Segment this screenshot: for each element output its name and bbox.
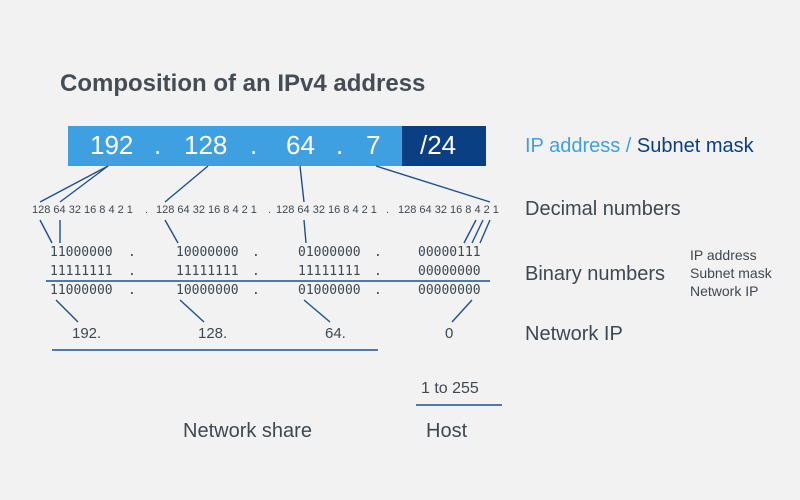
binary-net-dot-2: . [252, 283, 260, 298]
binary-mask-dot-2: . [252, 264, 260, 279]
dot-3: . [336, 130, 344, 160]
connector-192-128 [39, 165, 109, 203]
decimal-weights-2: 128 64 32 16 8 4 2 1 [156, 204, 257, 216]
network-ip-label: Network IP [525, 323, 623, 345]
binary-ip-dot-2: . [252, 245, 260, 260]
binary-ip-octet-4: 00000111 [418, 245, 481, 260]
connector-64-64 [299, 165, 305, 203]
binary-net-octet-3: 01000000 [298, 283, 361, 298]
connector-bit-4-d [463, 219, 477, 244]
binary-mask-octet-4: 00000000 [418, 264, 481, 279]
subnet-mask-value: /24 [420, 130, 457, 160]
binary-net-octet-2: 10000000 [176, 283, 239, 298]
decimal-dot-3: . [386, 204, 390, 216]
decimal-weights-1: 128 64 32 16 8 4 2 1 [32, 204, 133, 216]
octet-1: 192 [90, 130, 134, 160]
connector-net-3 [303, 299, 331, 323]
connector-net-1 [55, 299, 79, 323]
network-ip-octet-1: 192. [72, 325, 102, 342]
legend-subnet-mask: Subnet mask [636, 135, 754, 157]
connector-bit-2-d [471, 219, 484, 244]
octet-2: 128 [184, 130, 228, 160]
connector-128-128 [164, 165, 209, 203]
connector-7-1 [375, 165, 491, 203]
connector-net-2 [179, 299, 205, 323]
binary-row-label-mask: Subnet mask [690, 265, 772, 281]
binary-net-octet-1: 11000000 [50, 283, 113, 298]
decimal-weights-3: 128 64 32 16 8 4 2 1 [276, 204, 377, 216]
connector-bit-128-b [164, 219, 179, 244]
binary-mask-octet-3: 11111111 [298, 264, 361, 279]
connector-bit-1-d [479, 219, 491, 244]
host-range: 1 to 255 [421, 380, 479, 397]
binary-ip-dot-1: . [128, 245, 136, 260]
binary-mask-octet-1: 11111111 [50, 264, 113, 279]
host-label: Host [426, 420, 468, 442]
decimal-weights-4: 128 64 32 16 8 4 2 1 [398, 204, 499, 216]
diagram-title: Composition of an IPv4 address [60, 70, 426, 97]
binary-net-dot-3: . [374, 283, 382, 298]
legend-ip-subnet: IP address / Subnet mask [525, 135, 754, 158]
network-ip-octet-4: 0 [445, 325, 454, 342]
binary-net-octet-4: 00000000 [418, 283, 481, 298]
decimal-numbers-label: Decimal numbers [525, 198, 681, 220]
decimal-dot-2: . [268, 204, 272, 216]
dot-1: . [154, 130, 162, 160]
decimal-dot-1: . [145, 204, 149, 216]
octet-3: 64 [286, 130, 315, 160]
network-ip-octet-3: 64. [325, 325, 346, 342]
binary-ip-octet-3: 01000000 [298, 245, 361, 260]
binary-row-label-network: Network IP [690, 283, 759, 299]
binary-mask-dot-3: . [374, 264, 382, 279]
octet-4: 7 [366, 130, 381, 160]
connector-net-4 [451, 299, 473, 323]
network-ip-octet-2: 128. [198, 325, 228, 342]
binary-ip-octet-1: 11000000 [50, 245, 113, 260]
binary-numbers-label: Binary numbers [525, 263, 666, 285]
connector-bit-64-c [303, 219, 307, 244]
binary-net-dot-1: . [128, 283, 136, 298]
binary-mask-dot-1: . [128, 264, 136, 279]
dot-2: . [250, 130, 258, 160]
ip-address-bar [68, 126, 402, 166]
binary-ip-dot-3: . [374, 245, 382, 260]
legend-slash: / [620, 135, 637, 157]
binary-row-label-ip: IP address [690, 247, 757, 263]
binary-ip-octet-2: 10000000 [176, 245, 239, 260]
subnet-mask-bar [402, 126, 486, 166]
network-share-label: Network share [183, 420, 312, 442]
connector-bit-128-a [39, 219, 53, 244]
connector-192-64 [59, 165, 109, 203]
legend-ip-address: IP address [525, 135, 621, 157]
binary-mask-octet-2: 11111111 [176, 264, 239, 279]
